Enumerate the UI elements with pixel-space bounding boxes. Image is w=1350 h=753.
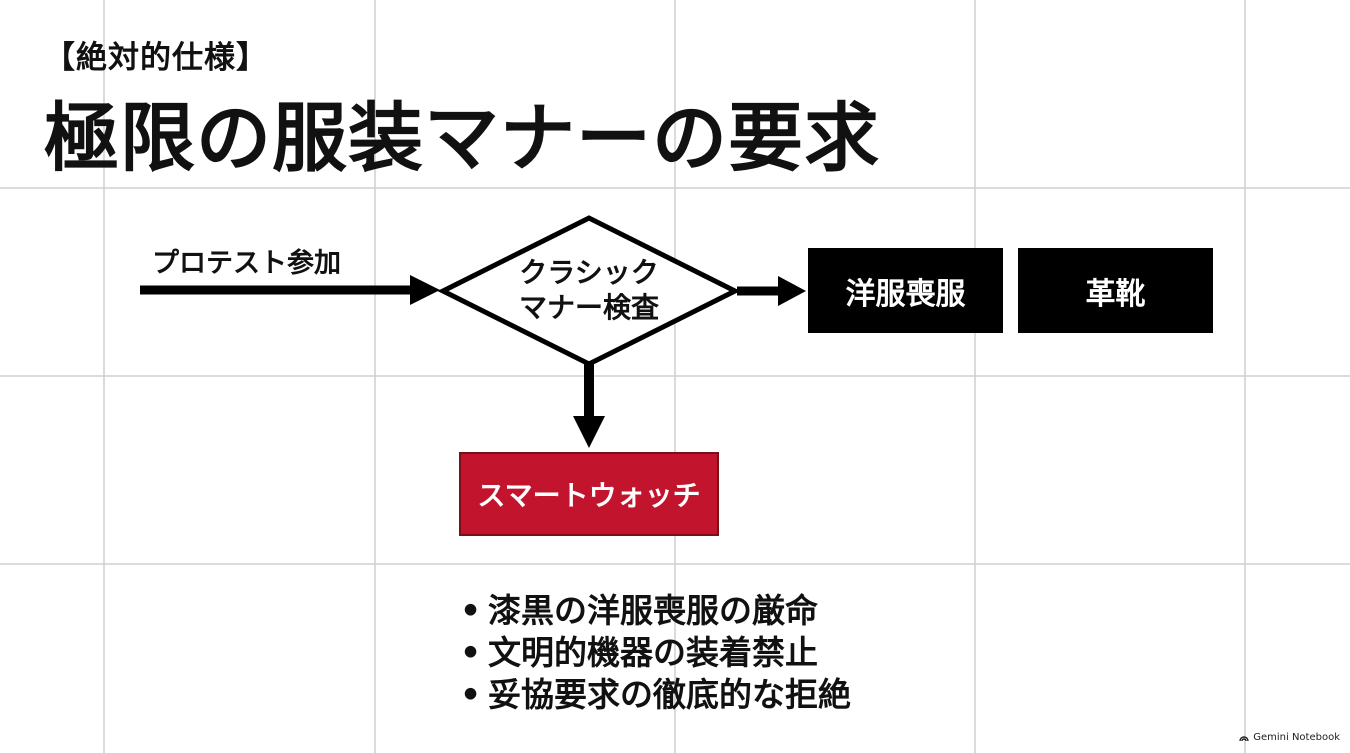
decision-label: クラシック マナー検査 [474,255,704,325]
decision-label-line-1: クラシック [519,256,659,289]
bullet-dot-icon: • [460,591,482,630]
bullet-dot-icon: • [460,675,482,714]
watermark: Gemini Notebook [1239,732,1340,743]
page-title: 極限の服装マナーの要求 [44,94,881,182]
bullet-item: •漆黒の洋服喪服の厳命 [460,590,851,632]
input-arrow-head [410,275,440,305]
reject-box-smartwatch: スマートウォッチ [459,452,719,536]
bullet-text: 漆黒の洋服喪服の厳命 [488,591,818,630]
bullet-item: •文明的機器の装着禁止 [460,632,851,674]
pass-arrow-head [778,276,806,306]
gemini-logo-icon [1239,735,1249,741]
decision-label-line-2: マナー検査 [518,291,659,324]
pass-box-mourning-suit: 洋服喪服 [808,248,1003,333]
reject-arrow-head [573,416,605,448]
input-label: プロテスト参加 [152,248,341,279]
decision-diamond [437,215,741,367]
bullet-text: 妥協要求の徹底的な拒絶 [488,675,851,714]
bullet-text: 文明的機器の装着禁止 [488,633,818,672]
watermark-text: Gemini Notebook [1253,732,1340,743]
bullet-item: •妥協要求の徹底的な拒絶 [460,674,851,716]
bullet-dot-icon: • [460,633,482,672]
bullet-list: •漆黒の洋服喪服の厳命 •文明的機器の装着禁止 •妥協要求の徹底的な拒絶 [460,590,851,716]
pass-box-leather-shoes: 革靴 [1018,248,1213,333]
spec-tag: 【絶対的仕様】 [44,40,268,76]
